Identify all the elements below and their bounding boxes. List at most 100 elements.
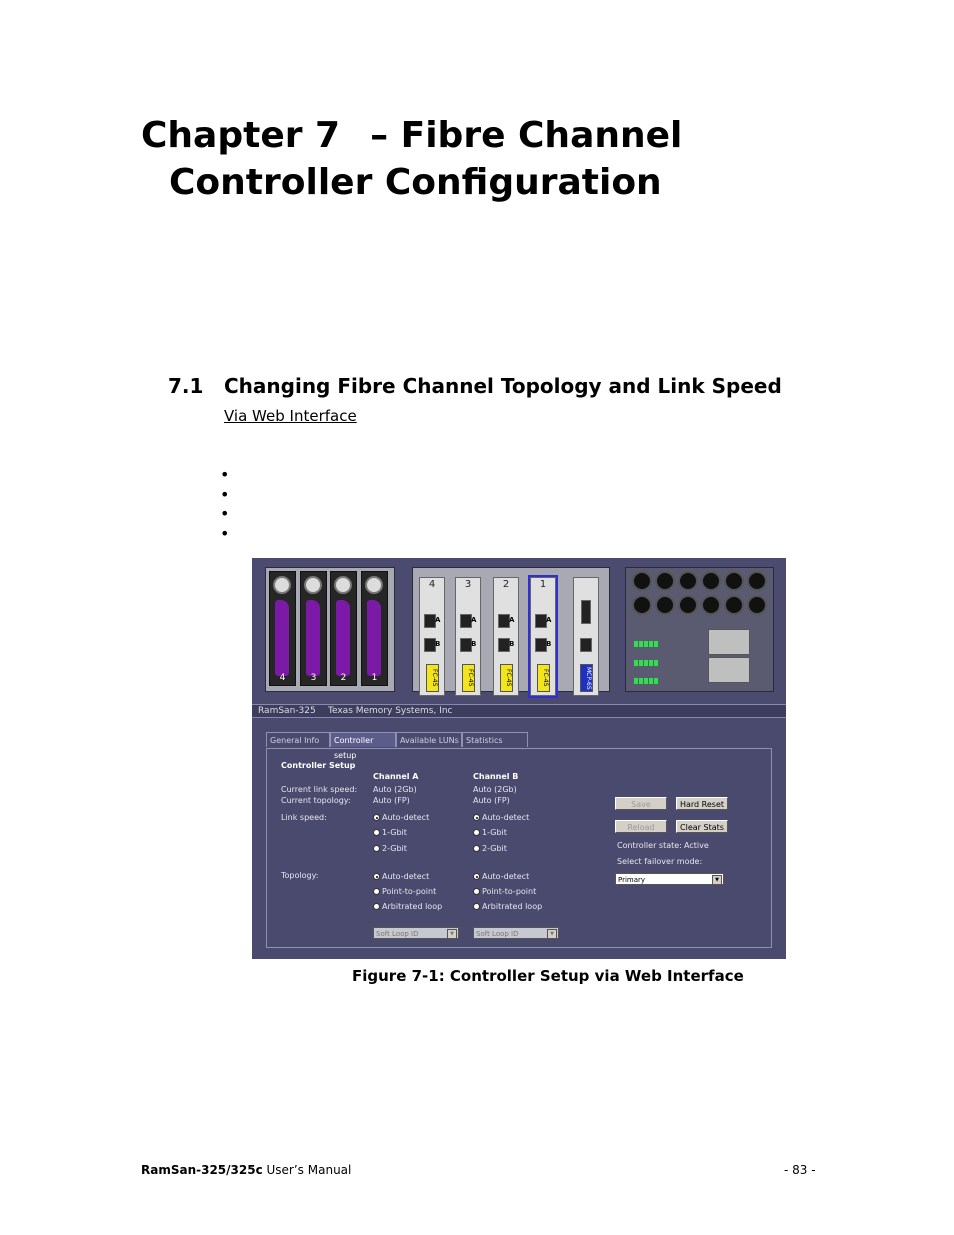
clear-stats-button[interactable]: Clear Stats bbox=[676, 820, 728, 833]
via-web-interface-link: Via Web Interface bbox=[224, 407, 357, 425]
fan-icon bbox=[747, 595, 767, 615]
drive-knob-icon bbox=[273, 576, 291, 594]
chapter-title: Chapter 7– Fibre Channel Controller Conf… bbox=[141, 112, 821, 206]
drive-slot[interactable]: 1 bbox=[361, 571, 388, 686]
controller-setup-panel: Controller Setup Channel A Channel B Cur… bbox=[266, 748, 772, 948]
fc-card[interactable]: 4 A B FC-4S bbox=[419, 577, 445, 696]
radio-a-topo-loop[interactable] bbox=[373, 903, 380, 910]
card-number: 3 bbox=[464, 579, 472, 590]
fc-card[interactable]: 2 A B FC-4S bbox=[493, 577, 519, 696]
drive-slot[interactable]: 3 bbox=[300, 571, 327, 686]
fc-card[interactable]: 3 A B FC-4S bbox=[455, 577, 481, 696]
bullet-item: • bbox=[220, 484, 230, 504]
card-number: 1 bbox=[539, 579, 547, 590]
tab-available-luns[interactable]: Available LUNs bbox=[396, 732, 462, 747]
failover-mode-select[interactable]: Primary ▼ bbox=[615, 873, 724, 885]
radio-a-link-auto[interactable] bbox=[373, 814, 380, 821]
radio-b-topo-auto[interactable] bbox=[473, 873, 480, 880]
fc-card-selected[interactable]: 1 A B FC-4S bbox=[528, 575, 558, 698]
reload-button[interactable]: Reload bbox=[615, 820, 667, 833]
radio-label: 1-Gbit bbox=[382, 828, 407, 837]
controller-state-label: Controller state: bbox=[617, 841, 682, 850]
drive-handle-icon bbox=[336, 600, 350, 676]
port-a-icon bbox=[535, 614, 547, 628]
chapter-title-line2: Controller Configuration bbox=[169, 162, 662, 203]
radio-b-topo-p2p[interactable] bbox=[473, 888, 480, 895]
port-label: B bbox=[546, 640, 552, 648]
drive-slot[interactable]: 2 bbox=[330, 571, 357, 686]
power-supply-icon bbox=[708, 657, 750, 683]
radio-a-link-1g[interactable] bbox=[373, 829, 380, 836]
channel-b-header: Channel B bbox=[473, 772, 519, 781]
hard-reset-button[interactable]: Hard Reset bbox=[676, 797, 728, 810]
topology-label: Topology: bbox=[281, 871, 319, 880]
management-card[interactable]: MCP-6S bbox=[573, 577, 599, 696]
card-number: 2 bbox=[502, 579, 510, 590]
fan-icon bbox=[655, 595, 675, 615]
drive-knob-icon bbox=[334, 576, 352, 594]
port-label: A bbox=[509, 616, 515, 624]
hardware-front-panel: 4 3 2 1 4 A B FC-4S 3 A B FC-4S 2 A B FC bbox=[252, 558, 786, 704]
tab-controller-setup[interactable]: Controller setup bbox=[330, 732, 396, 760]
port-label: A bbox=[471, 616, 477, 624]
radio-b-link-1g[interactable] bbox=[473, 829, 480, 836]
radio-label: Auto-detect bbox=[382, 872, 430, 881]
port-b-icon bbox=[460, 638, 472, 652]
drive-slot[interactable]: 4 bbox=[269, 571, 296, 686]
radio-a-link-2g[interactable] bbox=[373, 845, 380, 852]
company-name: Texas Memory Systems, Inc bbox=[328, 706, 453, 716]
port-b-icon bbox=[424, 638, 436, 652]
radio-label: 2-Gbit bbox=[382, 844, 407, 853]
section-number: 7.1 bbox=[168, 374, 204, 398]
fan-icon bbox=[724, 571, 744, 591]
port-a-icon bbox=[498, 614, 510, 628]
port-label: B bbox=[435, 640, 441, 648]
channel-a-loop-id-select[interactable]: Soft Loop ID▼ bbox=[373, 927, 459, 939]
drive-handle-icon bbox=[275, 600, 289, 676]
page-number: - 83 - bbox=[784, 1163, 816, 1177]
fc-tag: FC-4S bbox=[500, 664, 513, 692]
port-a-icon bbox=[424, 614, 436, 628]
drive-handle-icon bbox=[306, 600, 320, 676]
fc-tag: FC-4S bbox=[462, 664, 475, 692]
controller-bay: 4 A B FC-4S 3 A B FC-4S 2 A B FC-4S 1 A … bbox=[412, 567, 610, 698]
controller-state-value: Active bbox=[684, 841, 709, 850]
radio-a-topo-p2p[interactable] bbox=[373, 888, 380, 895]
save-button[interactable]: Save bbox=[615, 797, 667, 810]
tab-general-info[interactable]: General Info bbox=[266, 732, 330, 747]
port-label: A bbox=[435, 616, 441, 624]
serial-port-icon bbox=[581, 600, 591, 624]
radio-label: Auto-detect bbox=[482, 813, 530, 822]
port-a-icon bbox=[460, 614, 472, 628]
chapter-number: Chapter 7 bbox=[141, 115, 341, 156]
channel-b-loop-id-select[interactable]: Soft Loop ID▼ bbox=[473, 927, 559, 939]
fan-icon bbox=[632, 595, 652, 615]
drive-number: 4 bbox=[279, 673, 286, 683]
fan-icon bbox=[655, 571, 675, 591]
chevron-down-icon: ▼ bbox=[712, 875, 722, 885]
radio-label: Point-to-point bbox=[382, 887, 437, 896]
fc-tag: FC-4S bbox=[537, 664, 550, 692]
bullet-list: • • • • bbox=[220, 465, 229, 543]
drive-number: 1 bbox=[371, 673, 378, 683]
ethernet-port-icon bbox=[580, 638, 592, 652]
tab-statistics[interactable]: Statistics bbox=[462, 732, 528, 747]
radio-b-topo-loop[interactable] bbox=[473, 903, 480, 910]
channel-a-topology: Auto (FP) bbox=[373, 796, 410, 805]
radio-b-link-auto[interactable] bbox=[473, 814, 480, 821]
radio-b-link-2g[interactable] bbox=[473, 845, 480, 852]
current-topology-label: Current topology: bbox=[281, 796, 351, 805]
radio-label: 2-Gbit bbox=[482, 844, 507, 853]
panel-heading: Controller Setup bbox=[281, 761, 356, 770]
bullet-item: • bbox=[220, 465, 230, 484]
radio-label: Auto-detect bbox=[382, 813, 430, 822]
bullet-item: • bbox=[220, 523, 230, 543]
select-value: Primary bbox=[618, 876, 646, 884]
chevron-down-icon: ▼ bbox=[447, 929, 457, 939]
radio-a-topo-auto[interactable] bbox=[373, 873, 380, 880]
drive-bay: 4 3 2 1 bbox=[265, 567, 395, 692]
power-supply-icon bbox=[708, 629, 750, 655]
mgmt-tag: MCP-6S bbox=[580, 664, 593, 692]
fan-icon bbox=[747, 571, 767, 591]
